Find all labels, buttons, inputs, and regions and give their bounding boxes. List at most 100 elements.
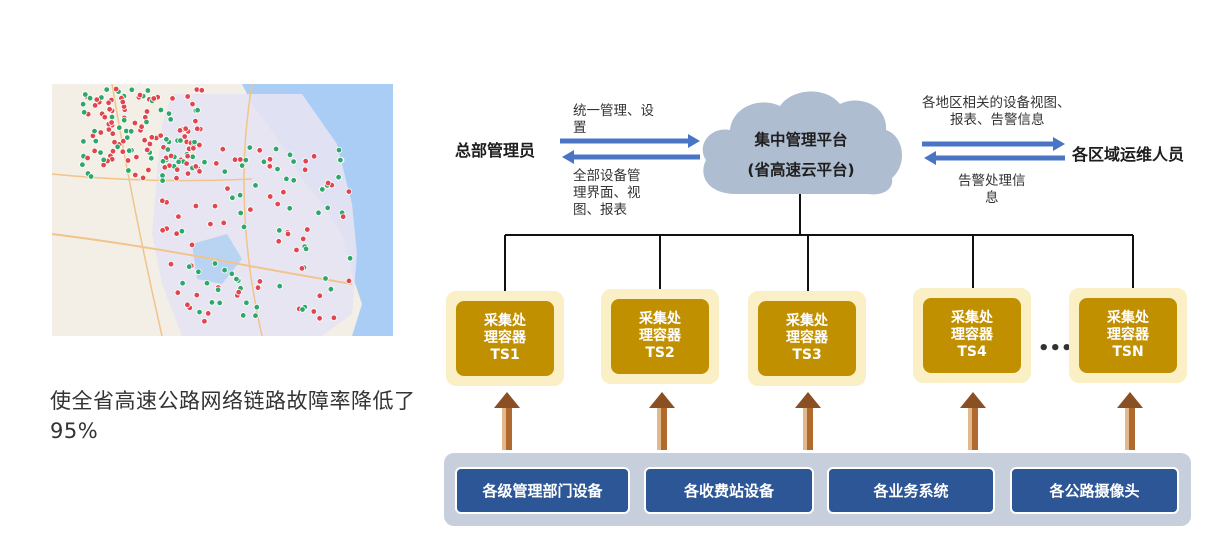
- normal-marker: [290, 177, 297, 184]
- fault-marker: [182, 125, 189, 132]
- cloud-title: 集中管理平台: [754, 131, 848, 149]
- normal-marker: [144, 87, 152, 94]
- normal-marker: [86, 94, 94, 102]
- normal-marker: [103, 86, 110, 93]
- normal-marker: [322, 275, 329, 282]
- normal-marker: [143, 118, 150, 126]
- fault-marker: [189, 100, 196, 108]
- normal-marker: [91, 127, 98, 135]
- fault-marker: [112, 85, 120, 93]
- fault-marker: [175, 213, 182, 220]
- fault-marker: [136, 91, 144, 99]
- fault-marker: [298, 265, 306, 272]
- fault-marker: [101, 114, 108, 121]
- regional-ops-label: 各区域运维人员: [1072, 145, 1185, 164]
- cloud-subtitle: (省高速云平台): [747, 161, 855, 179]
- normal-marker: [236, 191, 244, 199]
- fault-marker: [119, 148, 126, 155]
- normal-marker: [80, 138, 87, 145]
- fault-marker: [316, 315, 323, 322]
- normal-marker: [120, 117, 128, 124]
- arrow-to-ops: [922, 137, 1065, 151]
- fault-marker: [108, 119, 115, 126]
- normal-marker: [167, 116, 174, 123]
- fault-marker: [299, 235, 307, 243]
- fault-marker: [97, 129, 104, 136]
- fault-marker: [109, 147, 117, 155]
- normal-marker: [124, 134, 131, 141]
- fault-marker: [91, 102, 99, 109]
- normal-marker: [125, 147, 133, 154]
- fault-marker: [330, 314, 338, 321]
- fault-marker: [310, 153, 318, 160]
- fault-marker: [138, 123, 145, 130]
- normal-marker: [81, 109, 88, 116]
- normal-marker: [239, 312, 247, 319]
- source-business-systems: 各业务系统: [827, 467, 995, 514]
- normal-marker: [201, 158, 208, 166]
- normal-marker: [290, 158, 297, 165]
- normal-marker: [191, 138, 198, 146]
- fault-marker: [266, 163, 273, 170]
- arrow-to-cloud: [560, 134, 700, 148]
- fault-marker: [194, 125, 201, 132]
- fault-marker: [211, 202, 219, 210]
- fault-marker: [148, 134, 155, 141]
- normal-marker: [253, 303, 260, 311]
- fault-marker: [141, 137, 148, 144]
- fault-marker: [184, 301, 191, 308]
- normal-marker: [315, 209, 322, 216]
- fault-marker: [219, 145, 226, 153]
- fault-marker: [167, 152, 175, 160]
- fault-marker: [105, 99, 112, 106]
- normal-marker: [228, 270, 235, 277]
- fault-marker: [184, 93, 191, 100]
- up-arrow-2: [649, 392, 675, 450]
- fault-marker: [304, 226, 311, 233]
- normal-marker: [274, 165, 281, 173]
- fault-marker: [256, 278, 264, 285]
- normal-marker: [233, 275, 240, 283]
- fault-marker: [176, 127, 184, 134]
- fault-marker: [207, 220, 214, 228]
- source-toll-station-devices: 各收费站设备: [644, 467, 814, 514]
- fault-marker: [173, 174, 180, 182]
- source-road-cameras: 各公路摄像头: [1010, 467, 1179, 514]
- arrow-to-cloud-from-ops: [924, 151, 1065, 165]
- normal-marker: [179, 279, 186, 287]
- fault-marker: [124, 157, 132, 164]
- normal-marker: [116, 124, 123, 131]
- normal-marker: [82, 91, 89, 98]
- fault-marker: [196, 168, 203, 175]
- normal-marker: [211, 260, 219, 267]
- normal-marker: [157, 106, 165, 114]
- fault-marker: [106, 106, 113, 113]
- fault-marker: [340, 213, 347, 220]
- normal-marker: [165, 110, 173, 117]
- normal-marker: [208, 299, 216, 306]
- normal-marker: [246, 144, 253, 151]
- arrow-to-admin: [562, 150, 700, 164]
- normal-marker: [276, 282, 283, 290]
- fault-marker: [266, 193, 274, 200]
- tree-lines: [504, 190, 1134, 298]
- fault-marker: [174, 289, 181, 296]
- fault-marker: [293, 246, 300, 254]
- fault-marker: [167, 260, 175, 268]
- normal-marker: [260, 158, 268, 165]
- normal-marker: [240, 223, 248, 231]
- fault-marker: [274, 200, 281, 208]
- normal-marker: [159, 158, 167, 165]
- fault-marker: [157, 132, 164, 139]
- fault-marker: [143, 108, 151, 115]
- fault-marker: [146, 140, 154, 148]
- up-arrow-1: [494, 392, 520, 450]
- fault-marker: [316, 292, 323, 299]
- fault-marker: [184, 170, 192, 177]
- normal-marker: [163, 136, 170, 143]
- normal-marker: [164, 146, 172, 153]
- fault-marker: [111, 139, 118, 146]
